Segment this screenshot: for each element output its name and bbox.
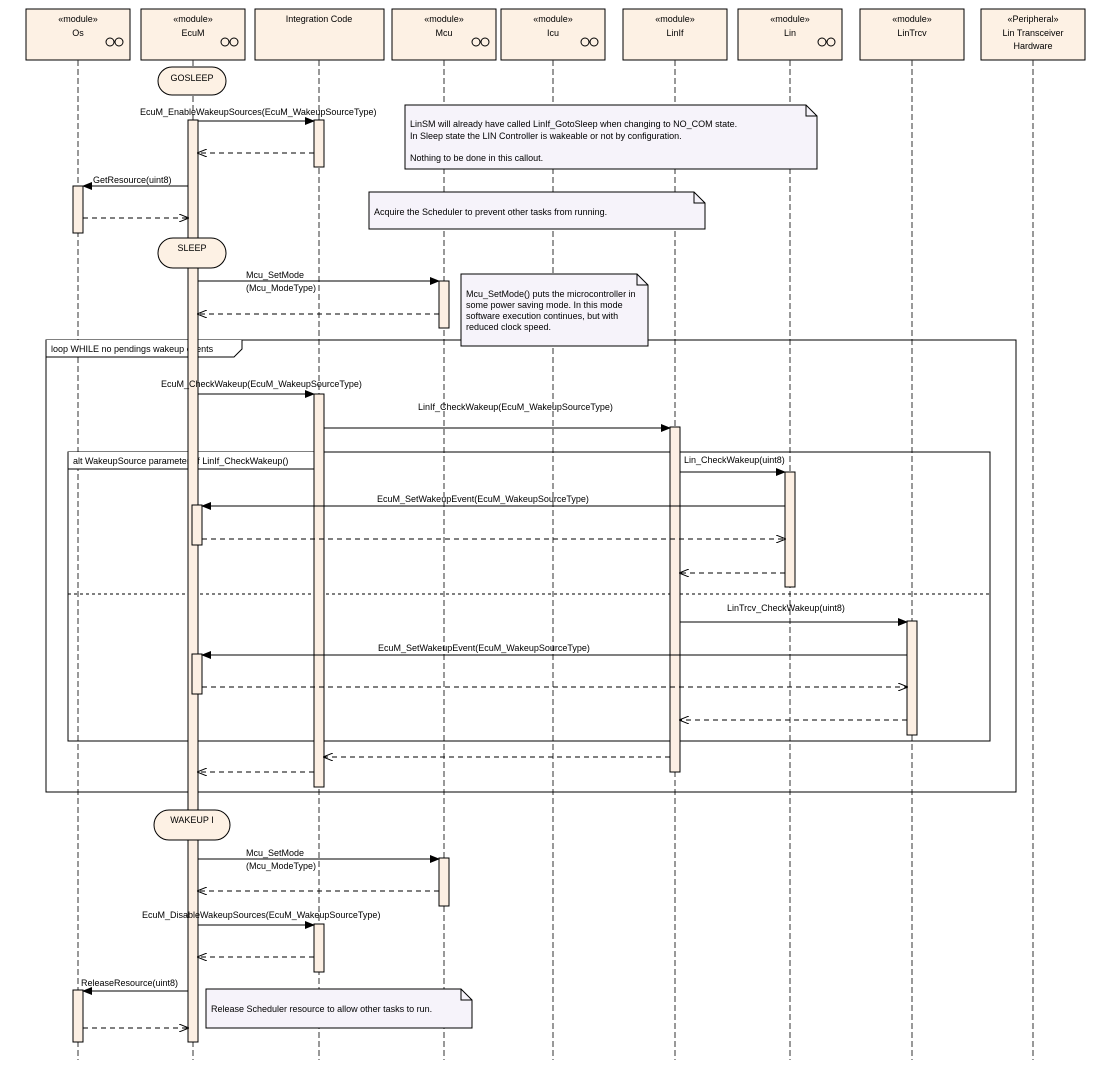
msg-disable-wakeup-sources: EcuM_DisableWakeupSources(EcuM_WakeupSou… (142, 910, 380, 929)
msg-release-resource: ReleaseResource(uint8) (81, 978, 188, 995)
activation-bars (72, 119, 918, 1043)
activation-intcode-1 (313, 119, 325, 168)
msg-set-wakeup-event-1: EcuM_SetWakeupEvent(EcuM_WakeupSourceTyp… (201, 494, 785, 510)
lifeline-lin: «module» Lin (737, 8, 843, 1060)
state-wakeup: WAKEUP I (153, 809, 231, 841)
state-label: GOSLEEP (170, 73, 213, 83)
activation-ecum-event-1 (191, 504, 203, 546)
message-label: Mcu_SetMode (246, 848, 304, 858)
lifeline-stereotype: «module» (770, 14, 810, 24)
lifeline-os: «module» Os (25, 8, 131, 1060)
message-label: LinIf_CheckWakeup(EcuM_WakeupSourceType) (418, 402, 613, 412)
msg-set-wakeup-event-2: EcuM_SetWakeupEvent(EcuM_WakeupSourceTyp… (201, 643, 907, 659)
message-label-line2: (Mcu_ModeType) (246, 861, 316, 871)
lifeline-name: LinIf (666, 28, 684, 38)
lifeline-name: LinTrcv (897, 28, 927, 38)
loop-frame-label: loop WHILE no pendings wakeup events (51, 344, 214, 354)
activation-ecum-event-2 (191, 653, 203, 695)
note-line: Release Scheduler resource to allow othe… (211, 1004, 432, 1014)
activation-linif (669, 426, 681, 773)
lifeline-mcu: «module» Mcu (391, 8, 497, 1060)
note-release: Release Scheduler resource to allow othe… (205, 988, 473, 1029)
message-label: Lin_CheckWakeup(uint8) (684, 455, 785, 465)
lifeline-name: EcuM (181, 28, 204, 38)
msg-mcu-setmode-1: Mcu_SetMode (Mcu_ModeType) (198, 270, 440, 293)
message-label: EcuM_SetWakeupEvent(EcuM_WakeupSourceTyp… (377, 494, 589, 504)
lifeline-name-line2: Hardware (1013, 41, 1052, 51)
activation-lintrcv (906, 620, 918, 736)
message-label-line2: (Mcu_ModeType) (246, 283, 316, 293)
lifeline-stereotype: «module» (58, 14, 98, 24)
msg-mcu-setmode-2: Mcu_SetMode (Mcu_ModeType) (198, 848, 440, 871)
msg-get-resource: GetResource(uint8) (82, 175, 188, 190)
note-linsm: LinSM will already have called LinIf_Got… (404, 104, 818, 170)
module-icon (580, 37, 599, 47)
lifeline-stereotype: «Peripheral» (1007, 14, 1058, 24)
note-line: Nothing to be done in this callout. (410, 153, 543, 163)
lifeline-name: Integration Code (286, 14, 353, 24)
note-line: Mcu_SetMode() puts the microcontroller i… (466, 289, 636, 299)
activation-mcu-1 (438, 280, 450, 329)
msg-lintrcv-checkwakeup: LinTrcv_CheckWakeup(uint8) (680, 603, 908, 626)
lifeline-stereotype: «module» (424, 14, 464, 24)
message-label: EcuM_CheckWakeup(EcuM_WakeupSourceType) (161, 379, 362, 389)
module-icon (105, 37, 124, 47)
lifeline-name: Os (72, 28, 84, 38)
state-label: WAKEUP I (170, 815, 214, 825)
activation-lin (784, 471, 796, 588)
lifeline-lin-transceiver-hardware: «Peripheral» Lin Transceiver Hardware (980, 8, 1086, 1060)
message-label: EcuM_DisableWakeupSources(EcuM_WakeupSou… (142, 910, 380, 920)
lifeline-name: Lin Transceiver (1002, 28, 1063, 38)
note-line: Acquire the Scheduler to prevent other t… (374, 207, 607, 217)
lifeline-stereotype: «module» (533, 14, 573, 24)
note-mcu-setmode: Mcu_SetMode() puts the microcontroller i… (460, 273, 649, 347)
note-line: reduced clock speed. (466, 322, 551, 332)
message-label: Mcu_SetMode (246, 270, 304, 280)
lifeline-lintrcv: «module» LinTrcv (859, 8, 965, 1060)
note-line: In Sleep state the LIN Controller is wak… (410, 131, 682, 141)
state-sleep: SLEEP (157, 237, 227, 269)
msg-enable-wakeup-sources: EcuM_EnableWakeupSources(EcuM_WakeupSour… (140, 107, 376, 125)
lifeline-linif: «module» LinIf (622, 8, 728, 1060)
activation-os-1 (72, 185, 84, 234)
message-label: EcuM_SetWakeupEvent(EcuM_WakeupSourceTyp… (378, 643, 590, 653)
activation-intcode-3 (313, 923, 325, 973)
msg-linif-checkwakeup: LinIf_CheckWakeup(EcuM_WakeupSourceType) (324, 402, 671, 432)
msg-lin-checkwakeup: Lin_CheckWakeup(uint8) (680, 455, 786, 476)
activation-os-2 (72, 989, 84, 1043)
lifeline-name: Mcu (435, 28, 452, 38)
activation-intcode-2 (313, 393, 325, 788)
module-icon (817, 37, 836, 47)
alt-frame-label: alt WakeupSource parameter of LinIf_Chec… (73, 456, 288, 466)
note-line: software execution continues, but with (466, 311, 618, 321)
message-label: GetResource(uint8) (93, 175, 172, 185)
message-label: LinTrcv_CheckWakeup(uint8) (727, 603, 845, 613)
note-scheduler: Acquire the Scheduler to prevent other t… (368, 191, 706, 230)
lifeline-stereotype: «module» (173, 14, 213, 24)
lifeline-stereotype: «module» (655, 14, 695, 24)
message-label: ReleaseResource(uint8) (81, 978, 178, 988)
state-label: SLEEP (177, 243, 206, 253)
lifeline-name: Icu (547, 28, 559, 38)
note-line: LinSM will already have called LinIf_Got… (410, 119, 737, 129)
message-label: EcuM_EnableWakeupSources(EcuM_WakeupSour… (140, 107, 376, 117)
state-gosleep: GOSLEEP (157, 66, 227, 96)
lifeline-integration-code: Integration Code (254, 8, 385, 1060)
note-line: some power saving mode. In this mode (466, 300, 623, 310)
activation-ecum (187, 119, 199, 1043)
lifeline-stereotype: «module» (892, 14, 932, 24)
module-icon (471, 37, 490, 47)
lifeline-name: Lin (784, 28, 796, 38)
msg-ecum-checkwakeup: EcuM_CheckWakeup(EcuM_WakeupSourceType) (161, 379, 362, 398)
activation-mcu-2 (438, 857, 450, 907)
module-icon (220, 37, 239, 47)
